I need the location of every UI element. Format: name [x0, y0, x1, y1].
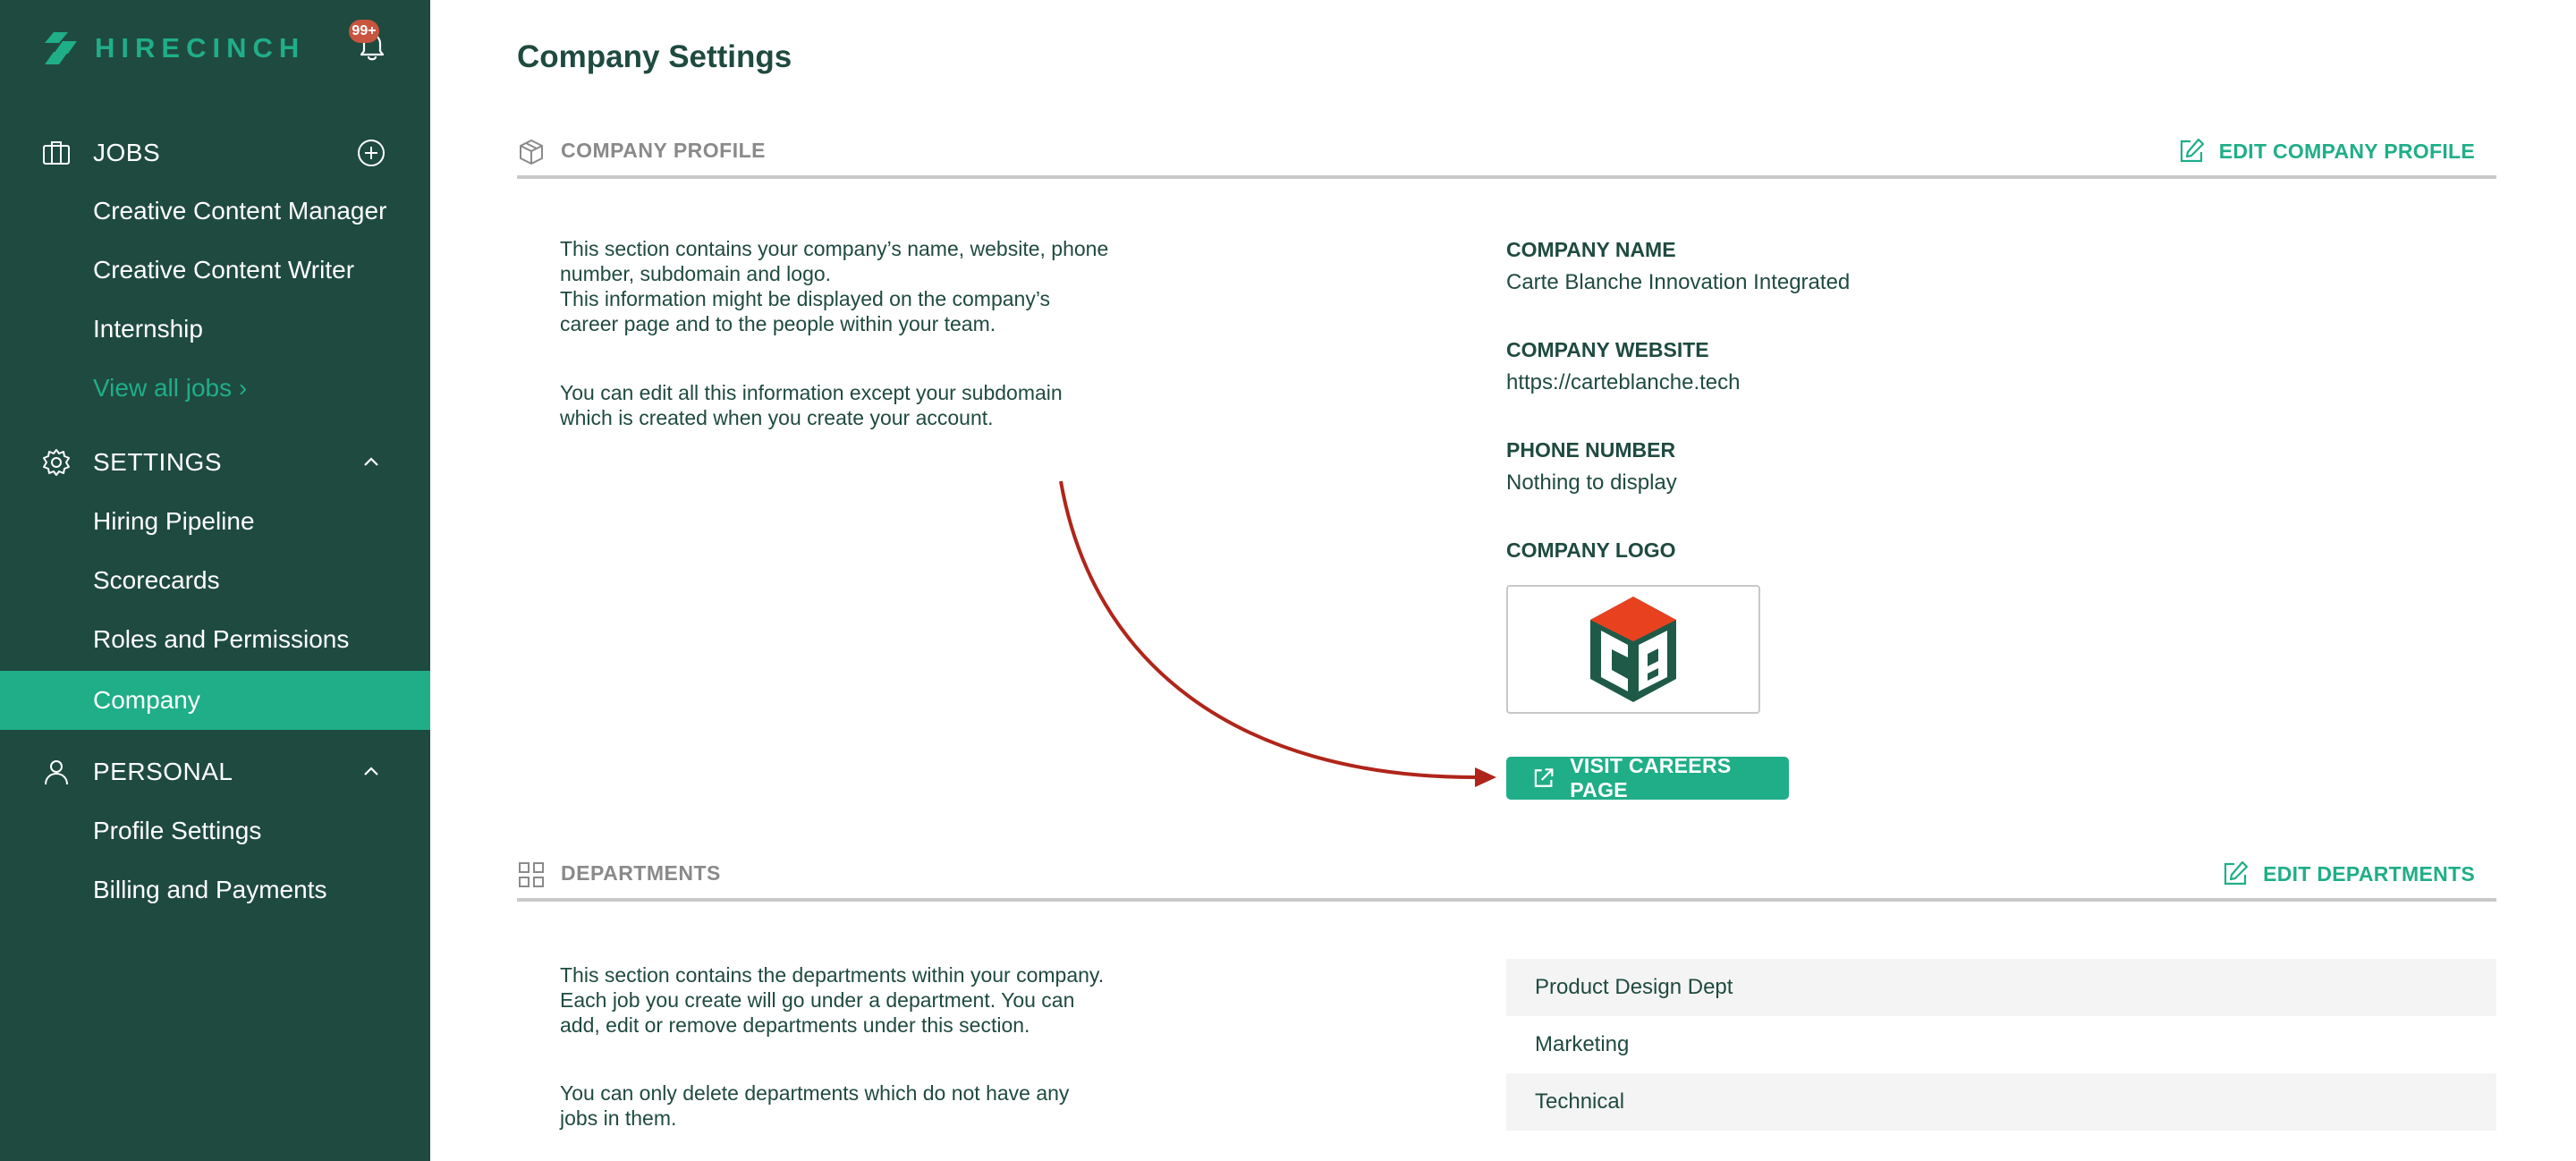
view-all-jobs-link[interactable]: View all jobs ›	[93, 374, 248, 402]
company-logo-image	[1590, 597, 1676, 702]
hirecinch-logo-icon	[45, 32, 77, 64]
departments-note: You can only delete departments which do…	[560, 1080, 1186, 1131]
sidebar-item-profile-settings[interactable]: Profile Settings	[93, 817, 262, 844]
collapse-personal-button[interactable]	[356, 757, 386, 787]
description-line: You can only delete departments which do…	[560, 1081, 1070, 1105]
edit-label: EDIT COMPANY PROFILE	[2218, 139, 2475, 163]
company-profile-description: This section contains your company’s nam…	[560, 236, 1186, 336]
description-line: career page and to the people within you…	[560, 312, 996, 335]
description-line: This information might be displayed on t…	[560, 287, 1051, 310]
sidebar-item-job[interactable]: Creative Content Manager	[93, 197, 387, 225]
edit-departments-button[interactable]: EDIT DEPARTMENTS	[2220, 857, 2475, 891]
description-line: Each job you create will go under a depa…	[560, 988, 1075, 1012]
description-line: jobs in them.	[560, 1106, 677, 1130]
sidebar-item-billing-payments[interactable]: Billing and Payments	[93, 876, 327, 903]
add-job-button[interactable]	[356, 138, 386, 168]
sidebar-section-settings[interactable]: SETTINGS	[0, 433, 430, 492]
sidebar-item-hiring-pipeline[interactable]: Hiring Pipeline	[93, 507, 255, 535]
sidebar-section-label: SETTINGS	[93, 448, 223, 476]
department-row: Technical	[1506, 1073, 2496, 1131]
external-link-icon	[1534, 768, 1554, 787]
company-profile-header: COMPANY PROFILE EDIT COMPANY PROFILE	[517, 127, 2496, 179]
phone-number-label: PHONE NUMBER	[1506, 438, 1676, 462]
sidebar-section-label: JOBS	[93, 139, 161, 166]
collapse-settings-button[interactable]	[356, 447, 386, 478]
sidebar-item-scorecards[interactable]: Scorecards	[93, 566, 220, 594]
department-row: Product Design Dept	[1506, 959, 2496, 1016]
company-profile-note: You can edit all this information except…	[560, 380, 1186, 430]
edit-label: EDIT DEPARTMENTS	[2263, 861, 2475, 886]
grid-icon	[517, 860, 546, 889]
departments-header: DEPARTMENTS EDIT DEPARTMENTS	[517, 850, 2496, 902]
description-line: which is created when you create your ac…	[560, 406, 994, 429]
page-title: Company Settings	[517, 39, 792, 74]
gear-icon	[41, 447, 72, 478]
company-name-label: COMPANY NAME	[1506, 238, 1676, 261]
company-website-label: COMPANY WEBSITE	[1506, 338, 1709, 361]
sidebar: HIRECINCH 99+ JOBS Creative Content Mana…	[0, 0, 430, 1161]
description-line: This section contains the departments wi…	[560, 963, 1105, 987]
brand-name: HIRECINCH	[95, 32, 306, 64]
company-website-value: https://carteblanche.tech	[1506, 370, 1741, 394]
notification-count-badge: 99+	[349, 20, 379, 43]
company-logo	[1506, 585, 1760, 714]
edit-icon	[2180, 138, 2204, 163]
chevron-up-icon	[364, 767, 378, 775]
sidebar-item-company[interactable]: Company	[0, 671, 430, 730]
cube-icon	[517, 138, 546, 166]
company-logo-label: COMPANY LOGO	[1506, 538, 1676, 562]
visit-careers-page-button[interactable]: VISIT CAREERS PAGE	[1506, 754, 1789, 801]
departments-description: This section contains the departments wi…	[560, 962, 1186, 1038]
sidebar-item-roles-permissions[interactable]: Roles and Permissions	[93, 625, 350, 653]
sidebar-section-label: PERSONAL	[93, 758, 233, 785]
brand-logo[interactable]: HIRECINCH	[41, 29, 305, 68]
department-row: Marketing	[1535, 1032, 1630, 1056]
description-line: You can edit all this information except…	[560, 381, 1063, 404]
sidebar-item-job[interactable]: Creative Content Writer	[93, 256, 355, 284]
company-name-value: Carte Blanche Innovation Integrated	[1506, 270, 1851, 294]
edit-company-profile-button[interactable]: EDIT COMPANY PROFILE	[2176, 134, 2475, 168]
description-line: add, edit or remove departments under th…	[560, 1013, 1030, 1037]
add-circle-icon	[358, 140, 385, 166]
briefcase-icon	[41, 138, 72, 168]
description-line: number, subdomain and logo.	[560, 262, 832, 285]
sidebar-section-jobs[interactable]: JOBS	[0, 123, 430, 182]
section-title: COMPANY PROFILE	[561, 139, 766, 162]
phone-number-value: Nothing to display	[1506, 470, 1677, 495]
sidebar-section-personal[interactable]: PERSONAL	[0, 742, 430, 801]
button-label: VISIT CAREERS PAGE	[1570, 754, 1732, 801]
sidebar-item-job[interactable]: Internship	[93, 315, 203, 343]
chevron-up-icon	[364, 457, 378, 466]
user-icon	[41, 757, 72, 787]
main-content: Company Settings COMPANY PROFILE EDIT CO…	[430, 0, 2576, 1161]
section-title: DEPARTMENTS	[561, 861, 721, 885]
edit-icon	[2224, 860, 2249, 886]
description-line: This section contains your company’s nam…	[560, 237, 1109, 260]
